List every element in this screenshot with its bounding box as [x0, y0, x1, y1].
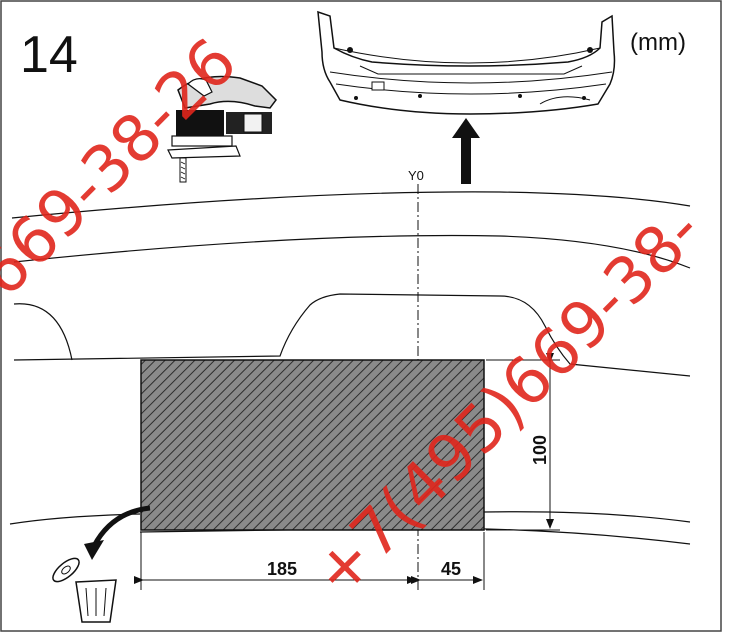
trash-bin-icon [52, 557, 117, 623]
units-label: (mm) [630, 29, 686, 56]
right-width-label: 45 [441, 559, 461, 579]
axis-label: Y0 [408, 168, 424, 183]
height-dimension [486, 353, 560, 531]
discard-arrow [91, 505, 151, 548]
step-number: 14 [20, 26, 78, 84]
width-dimension [134, 532, 485, 590]
arrow-up-icon [452, 118, 480, 184]
height-label: 100 [530, 435, 550, 465]
cut-area [140, 359, 485, 531]
left-width-label: 185 [267, 559, 297, 579]
jigsaw-icon [167, 75, 277, 183]
bumper-icon [317, 10, 616, 115]
